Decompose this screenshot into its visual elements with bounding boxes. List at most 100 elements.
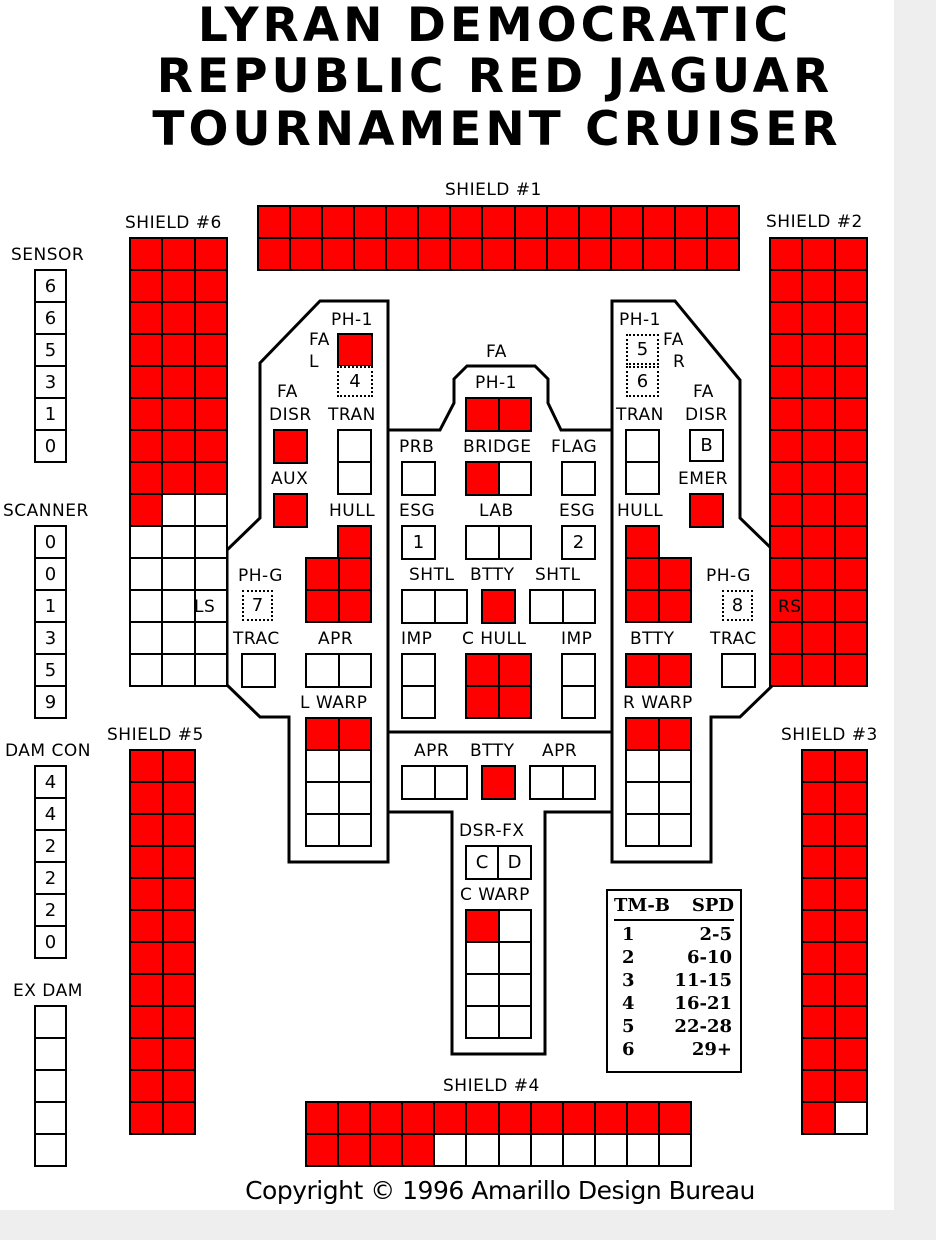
shield-box[interactable]: [195, 559, 226, 589]
shield-box[interactable]: [451, 239, 482, 269]
shield-box[interactable]: [195, 335, 226, 365]
r-warp-boxes[interactable]: [625, 717, 692, 847]
c-hull-boxes[interactable]: [465, 653, 532, 719]
btty-lower-box[interactable]: [481, 765, 516, 800]
shield-box[interactable]: [163, 1039, 194, 1069]
shield-box[interactable]: [835, 815, 866, 845]
shield-5-boxes[interactable]: [129, 749, 196, 1135]
shield-box[interactable]: [195, 303, 226, 333]
shield-box[interactable]: [803, 463, 834, 493]
scanner-box[interactable]: 0: [36, 559, 65, 589]
ph1-right-box-5[interactable]: 5: [626, 334, 659, 365]
shield-1-boxes[interactable]: [257, 205, 740, 271]
shield-box[interactable]: [163, 495, 194, 525]
c-warp-boxes[interactable]: [465, 909, 532, 1039]
shield-box[interactable]: [835, 239, 866, 269]
shield-box[interactable]: [659, 1135, 690, 1165]
shield-box[interactable]: [675, 207, 706, 237]
shield-box[interactable]: [595, 1103, 626, 1133]
shield-box[interactable]: [195, 239, 226, 269]
shield-box[interactable]: [835, 911, 866, 941]
shield-box[interactable]: [403, 1103, 434, 1133]
shield-box[interactable]: [563, 1103, 594, 1133]
shield-box[interactable]: [803, 303, 834, 333]
shield-box[interactable]: [403, 1135, 434, 1165]
shield-box[interactable]: [131, 1103, 162, 1133]
ph1-right-box-6[interactable]: 6: [626, 366, 659, 397]
shield-box[interactable]: [835, 559, 866, 589]
shield-box[interactable]: [131, 815, 162, 845]
shield-box[interactable]: [803, 495, 834, 525]
scanner-box[interactable]: 3: [36, 623, 65, 653]
shield-box[interactable]: [803, 559, 834, 589]
shield-box[interactable]: [499, 1135, 530, 1165]
damcon-box[interactable]: 4: [36, 767, 65, 797]
shield-box[interactable]: [771, 367, 802, 397]
shield-box[interactable]: [435, 1103, 466, 1133]
shield-box[interactable]: [835, 783, 866, 813]
sensor-box[interactable]: 3: [36, 367, 65, 397]
emer-box[interactable]: [689, 493, 724, 528]
shield-box[interactable]: [771, 623, 802, 653]
trac-left-box[interactable]: [241, 653, 276, 688]
shield-box[interactable]: [771, 591, 802, 621]
shield-box[interactable]: [803, 399, 834, 429]
shield-box[interactable]: [771, 239, 802, 269]
shield-box[interactable]: [371, 1103, 402, 1133]
scanner-box[interactable]: 5: [36, 655, 65, 685]
shield-box[interactable]: [803, 1071, 834, 1101]
exdam-box[interactable]: [36, 1039, 65, 1069]
shield-box[interactable]: [579, 207, 610, 237]
shield-box[interactable]: [707, 239, 738, 269]
shield-box[interactable]: [307, 1103, 338, 1133]
shield-box[interactable]: [483, 207, 514, 237]
shield-box[interactable]: [307, 1135, 338, 1165]
shield-box[interactable]: [131, 495, 162, 525]
scanner-box[interactable]: 1: [36, 591, 65, 621]
shield-box[interactable]: [419, 207, 450, 237]
exdam-box[interactable]: [36, 1007, 65, 1037]
shield-box[interactable]: [835, 431, 866, 461]
shield-box[interactable]: [771, 399, 802, 429]
sensor-box[interactable]: 5: [36, 335, 65, 365]
shtl-left-boxes[interactable]: [401, 589, 468, 624]
shield-box[interactable]: [323, 207, 354, 237]
shield-box[interactable]: [803, 431, 834, 461]
shield-box[interactable]: [163, 879, 194, 909]
shield-box[interactable]: [803, 879, 834, 909]
scanner-box[interactable]: 9: [36, 687, 65, 717]
flag-box[interactable]: [561, 461, 596, 496]
shield-box[interactable]: [515, 239, 546, 269]
bridge-boxes[interactable]: [465, 461, 532, 496]
shield-box[interactable]: [531, 1135, 562, 1165]
shield-box[interactable]: [803, 783, 834, 813]
shield-box[interactable]: [835, 367, 866, 397]
damcon-box[interactable]: 2: [36, 895, 65, 925]
ph1-left-box[interactable]: [337, 333, 373, 367]
shield-box[interactable]: [131, 527, 162, 557]
shield-box[interactable]: [323, 239, 354, 269]
tran-right-boxes[interactable]: [625, 429, 660, 495]
apr-left-boxes[interactable]: [305, 653, 372, 688]
shield-box[interactable]: [195, 623, 226, 653]
sensor-box[interactable]: 0: [36, 431, 65, 461]
shield-box[interactable]: [195, 527, 226, 557]
shield-box[interactable]: [163, 271, 194, 301]
shield-box[interactable]: [659, 1103, 690, 1133]
shield-box[interactable]: [835, 303, 866, 333]
shield-box[interactable]: [195, 271, 226, 301]
ph1-left-number-box[interactable]: 4: [337, 366, 373, 397]
hull-left-box-top[interactable]: [337, 525, 372, 560]
shield-box[interactable]: [579, 239, 610, 269]
shield-box[interactable]: [835, 463, 866, 493]
shield-box[interactable]: [163, 783, 194, 813]
shield-box[interactable]: [771, 463, 802, 493]
aux-box[interactable]: [273, 493, 308, 528]
shield-box[interactable]: [835, 1007, 866, 1037]
shield-box[interactable]: [163, 1071, 194, 1101]
shield-box[interactable]: [131, 623, 162, 653]
shield-box[interactable]: [803, 335, 834, 365]
sensor-box[interactable]: 1: [36, 399, 65, 429]
